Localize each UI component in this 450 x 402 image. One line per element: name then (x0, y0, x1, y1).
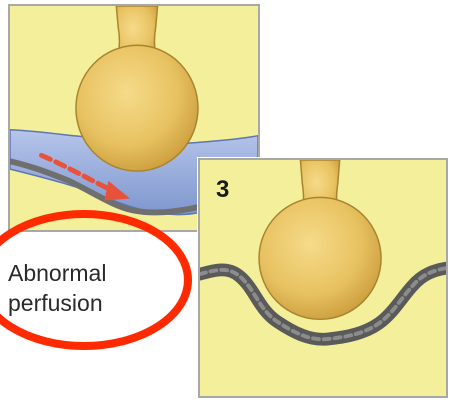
annotation-label: Abnormal perfusion (8, 258, 106, 318)
panel-number: 3 (216, 178, 229, 202)
annotation-line-1: Abnormal (8, 258, 106, 288)
panel-3: 3 (198, 158, 448, 398)
abnormal-perfusion-illustration (200, 160, 446, 396)
balloon-body (259, 197, 381, 319)
annotation-line-2: perfusion (8, 288, 106, 318)
balloon-body (76, 45, 198, 171)
